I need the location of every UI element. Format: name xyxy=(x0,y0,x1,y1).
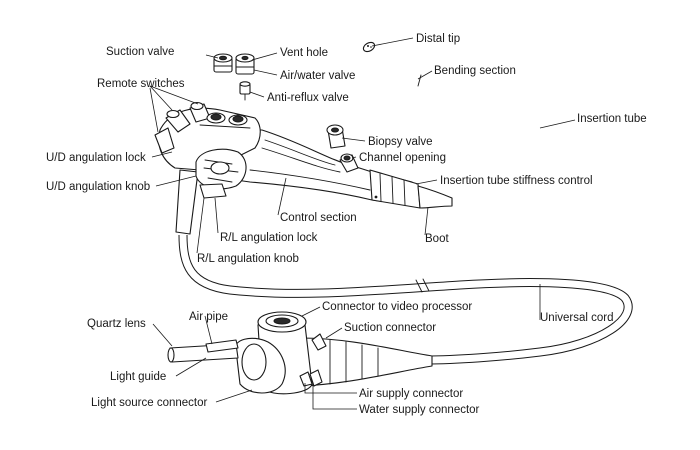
labels: Suction valve Vent hole Air/water valve … xyxy=(46,33,647,416)
anti-reflux-valve xyxy=(239,81,251,101)
label-light-source-connector: Light source connector xyxy=(91,397,208,409)
rl-angulation-knob xyxy=(199,183,227,199)
label-rl-angulation-lock: R/L angulation lock xyxy=(220,232,318,244)
label-insertion-tube-stiffness-control: Insertion tube stiffness control xyxy=(440,175,593,187)
ud-angulation-knob xyxy=(195,148,247,190)
boot xyxy=(417,185,453,209)
remote-switches xyxy=(154,101,211,154)
label-biopsy-valve: Biopsy valve xyxy=(368,136,433,148)
label-light-guide: Light guide xyxy=(110,371,166,383)
label-ud-angulation-knob: U/D angulation knob xyxy=(46,181,150,193)
label-control-section: Control section xyxy=(280,212,357,224)
bending-section-ring xyxy=(417,74,422,87)
suction-valve-mounted xyxy=(206,112,226,124)
label-distal-tip: Distal tip xyxy=(416,33,460,45)
label-connector-to-video-processor: Connector to video processor xyxy=(322,301,472,313)
water-supply-connector xyxy=(309,369,323,387)
insertion-tube-stiffness-control xyxy=(369,169,421,209)
label-suction-connector: Suction connector xyxy=(344,322,436,334)
channel-opening xyxy=(339,153,359,173)
label-air-pipe: Air pipe xyxy=(189,311,228,323)
label-water-supply-connector: Water supply connector xyxy=(359,404,480,416)
label-quartz-lens: Quartz lens xyxy=(87,318,146,330)
label-air-supply-connector: Air supply connector xyxy=(359,388,463,400)
label-channel-opening: Channel opening xyxy=(359,152,446,164)
label-rl-angulation-knob: R/L angulation knob xyxy=(197,253,299,265)
universal-cord xyxy=(178,234,633,365)
label-air-water-valve: Air/water valve xyxy=(280,70,355,82)
air-water-valve xyxy=(235,53,255,75)
air-pipe xyxy=(205,339,239,353)
leader-lines xyxy=(149,37,576,410)
label-remote-switches: Remote switches xyxy=(97,78,185,90)
label-suction-valve: Suction valve xyxy=(106,46,174,58)
light-source-connector xyxy=(235,337,286,394)
biopsy-valve xyxy=(326,124,346,149)
connector-tail xyxy=(299,337,433,387)
suction-valve xyxy=(213,53,233,73)
insertion-tube xyxy=(370,47,665,230)
label-bending-section: Bending section xyxy=(434,65,516,77)
label-boot: Boot xyxy=(425,233,449,245)
air-water-valve-mounted xyxy=(228,114,248,126)
suction-connector xyxy=(311,333,327,351)
label-anti-reflux-valve: Anti-reflux valve xyxy=(267,92,349,104)
distal-tip xyxy=(362,41,376,53)
label-universal-cord: Universal cord xyxy=(540,312,614,324)
label-ud-angulation-lock: U/D angulation lock xyxy=(46,152,146,164)
control-section-body xyxy=(175,129,419,235)
air-supply-connector xyxy=(299,371,313,387)
label-vent-hole: Vent hole xyxy=(280,47,328,59)
label-insertion-tube: Insertion tube xyxy=(577,113,647,125)
